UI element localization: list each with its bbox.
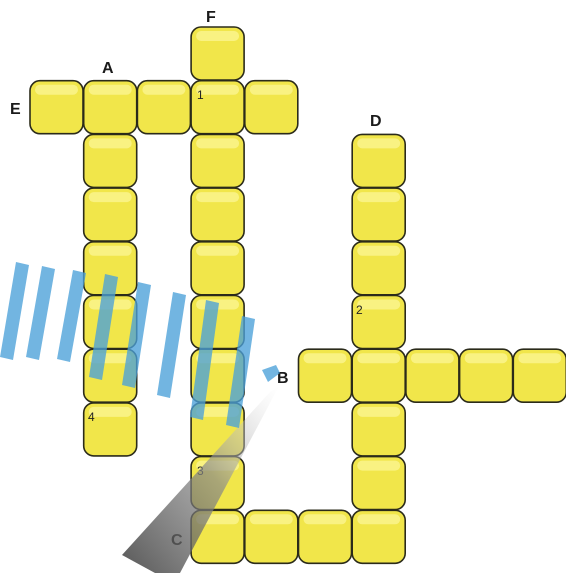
crossword-cell[interactable]: [299, 510, 352, 563]
crossword-cell[interactable]: [460, 349, 513, 402]
label-d: D: [370, 113, 382, 130]
cell-number-2: 2: [356, 303, 363, 317]
crossword-cell[interactable]: [84, 134, 137, 187]
blue-stripe: [157, 292, 186, 398]
crossword-cell[interactable]: [191, 134, 244, 187]
label-f: F: [206, 9, 216, 26]
crossword-cell[interactable]: [352, 510, 405, 563]
crossword-cell[interactable]: [352, 242, 405, 295]
crossword-cell[interactable]: [352, 188, 405, 241]
crossword-cell[interactable]: [245, 81, 298, 134]
cell-number-1: 1: [197, 88, 204, 102]
crossword-cell[interactable]: [352, 457, 405, 510]
crossword-cell[interactable]: [191, 188, 244, 241]
crossword-cell[interactable]: [84, 81, 137, 134]
crossword-cell[interactable]: [352, 349, 405, 402]
blue-stripe: [0, 262, 29, 360]
crossword-cell[interactable]: [352, 134, 405, 187]
crossword-cell[interactable]: [299, 349, 352, 402]
label-e: E: [10, 101, 21, 118]
blue-stripe: [26, 266, 55, 360]
crossword-cell[interactable]: [406, 349, 459, 402]
crossword-cell[interactable]: [245, 510, 298, 563]
crossword-cell[interactable]: [84, 188, 137, 241]
crossword-cell[interactable]: [191, 27, 244, 80]
crossword-cell[interactable]: [30, 81, 83, 134]
crossword-cell[interactable]: [191, 242, 244, 295]
label-a: A: [102, 60, 114, 77]
crossword-cell[interactable]: [137, 81, 190, 134]
crossword-cell[interactable]: [513, 349, 566, 402]
crossword-cell[interactable]: [352, 403, 405, 456]
blue-stripe: [57, 270, 86, 362]
cell-number-4: 4: [88, 410, 95, 424]
